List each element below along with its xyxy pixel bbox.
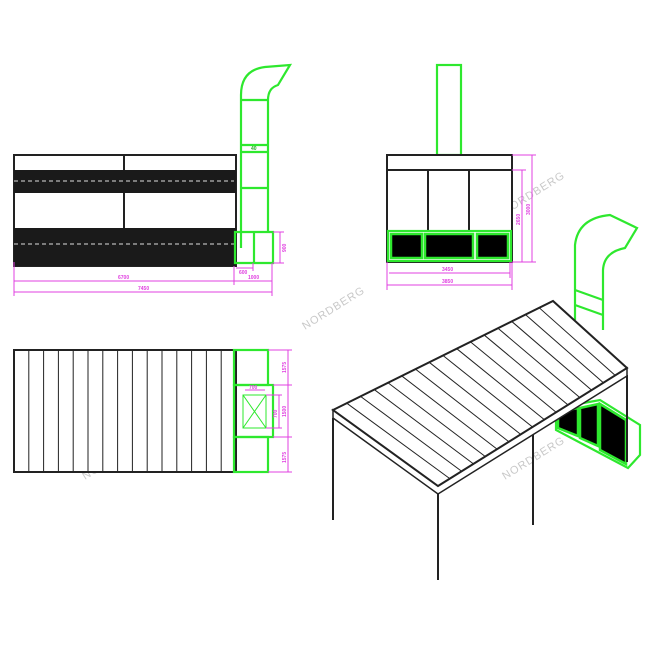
roof-slat	[346, 402, 451, 480]
roof-slat	[483, 334, 569, 406]
dim-fan-width: 700	[249, 385, 258, 391]
dim-outer-height: 3000	[526, 204, 532, 215]
roof-slat	[525, 314, 604, 384]
dim-body-length: 6700	[118, 275, 129, 281]
roof-slat	[538, 307, 616, 376]
roof-slat	[456, 348, 545, 421]
perspective-duct	[573, 213, 639, 330]
roof-slat	[497, 327, 581, 398]
exhaust-duct	[239, 63, 293, 248]
filter-band	[14, 170, 236, 193]
roof-slat	[470, 341, 557, 413]
roof	[331, 299, 629, 488]
roof-slat	[387, 382, 486, 457]
duct-label: 40	[251, 146, 257, 152]
dim-top: 1575	[282, 362, 288, 373]
perspective-fan-box	[554, 398, 642, 470]
dim-box-height: 900	[282, 243, 288, 252]
roof-slat	[401, 375, 498, 450]
filter-band	[14, 228, 236, 266]
dim-bottom: 1575	[282, 452, 288, 463]
dim-inner-height: 2650	[516, 214, 522, 225]
roof-slat	[511, 321, 592, 391]
dim-inner-width: 3450	[442, 267, 453, 273]
roof-slat	[373, 389, 474, 465]
fan-icon	[242, 394, 267, 429]
top-view: 1575 1500 1575 700 700	[13, 348, 292, 474]
chimney	[435, 63, 463, 157]
dim-outer-width: 3850	[442, 279, 453, 285]
filter-panel	[423, 232, 475, 260]
front-view: 3450 3850 2650 3000	[386, 63, 536, 290]
side-view: 40 6700 7450 1000 600 900	[13, 63, 293, 296]
perspective-view	[331, 213, 642, 580]
dim-middle: 1500	[282, 406, 288, 417]
filter-panel	[475, 232, 510, 260]
dim-box-width: 600	[239, 270, 248, 276]
dim-duct-width: 1000	[248, 275, 259, 281]
dim-fan-height: 700	[273, 409, 279, 418]
watermark: NORDBERG	[300, 284, 367, 332]
roof-slat	[428, 361, 521, 435]
filter-panel	[389, 232, 424, 260]
roof-slat	[442, 355, 533, 428]
dim-total-length: 7450	[138, 286, 149, 292]
roof-slat	[415, 368, 510, 443]
roof-slat	[360, 395, 462, 472]
